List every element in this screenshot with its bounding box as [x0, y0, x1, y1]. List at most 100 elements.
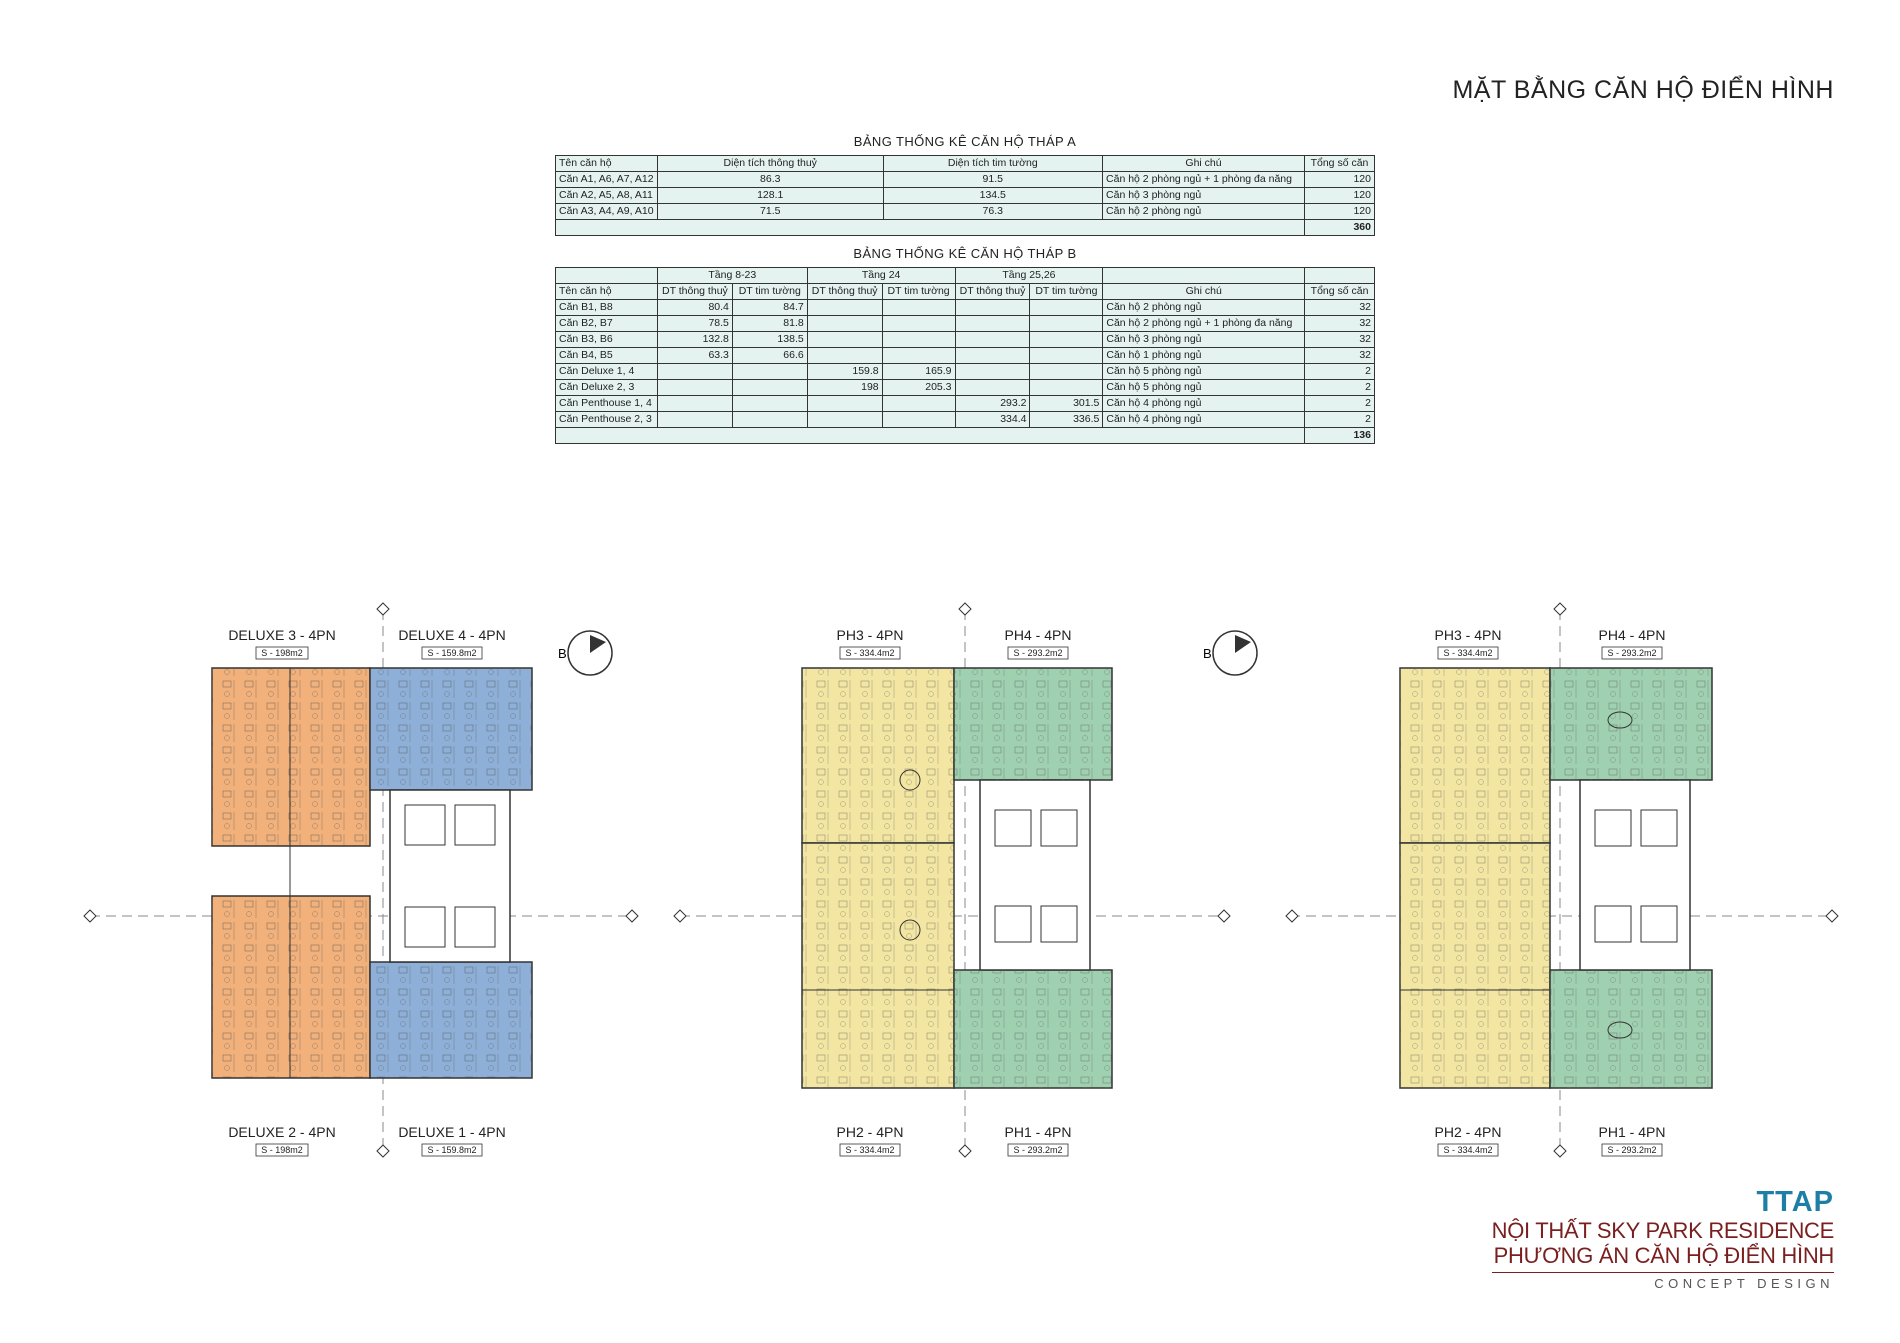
compass-label: B: [1203, 646, 1212, 661]
table-cell: Căn hộ 2 phòng ngủ: [1102, 203, 1305, 220]
table-cell: 2: [1304, 411, 1375, 428]
table-b-group-header: Tầng 8-23: [656, 267, 808, 284]
table-b-header: DT thông thuỷ: [656, 283, 733, 300]
unit-area-label: S - 334.4m2: [845, 1145, 894, 1155]
concept-label: CONCEPT DESIGN: [1654, 1276, 1834, 1291]
unit-area-label: S - 293.2m2: [1607, 648, 1656, 658]
table-cell: 120: [1303, 203, 1376, 220]
table-cell: [731, 411, 808, 428]
unit-name-label: DELUXE 3 - 4PN: [228, 627, 335, 643]
table-cell: [656, 379, 733, 396]
floor-plans: B B DELUXE 3 - 4PN S - 198m2 DELUXE 4 - …: [83, 602, 1839, 1158]
table-cell: [881, 315, 956, 332]
table-cell: 301.5: [1029, 395, 1104, 412]
table-cell: [1029, 315, 1104, 332]
table-cell: Căn hộ 3 phòng ngủ: [1102, 187, 1305, 204]
table-cell: [881, 395, 956, 412]
table-cell-empty: [554, 427, 1306, 444]
table-row: Căn A3, A4, A9, A10 71.5 76.3 Căn hộ 2 p…: [555, 203, 1376, 220]
table-cell: 32: [1304, 347, 1375, 364]
table-cell: [806, 331, 883, 348]
table-cell: Căn hộ 2 phòng ngủ + 1 phòng đa năng: [1102, 171, 1305, 188]
table-b-total: 136: [1304, 427, 1375, 444]
table-cell-empty: [1102, 267, 1306, 284]
table-b: Tầng 8-23 Tầng 24 Tầng 25,26 Tên căn hộ …: [554, 267, 1375, 444]
table-cell: [731, 395, 808, 412]
table-b-total-row: 136: [554, 427, 1375, 444]
axis-markers: [83, 602, 1839, 1158]
unit-area-label: S - 159.8m2: [427, 1145, 476, 1155]
table-row: Căn A2, A5, A8, A11 128.1 134.5 Căn hộ 3…: [555, 187, 1376, 204]
table-cell: 76.3: [882, 203, 1104, 220]
table-b-header: DT tim tường: [731, 283, 808, 300]
project-name: NỘI THẤT SKY PARK RESIDENCE: [1491, 1218, 1835, 1243]
table-cell-empty: [555, 267, 658, 284]
unit-name-label: PH3 - 4PN: [1435, 627, 1502, 643]
unit-name-label: PH1 - 4PN: [1599, 1124, 1666, 1140]
unit-name-label: DELUXE 4 - 4PN: [398, 627, 505, 643]
table-a: Tên căn hộ Diện tích thông thuỷ Diện tíc…: [555, 155, 1376, 236]
table-b-header-row: Tên căn hộ DT thông thuỷ DT tim tường DT…: [555, 283, 1375, 300]
table-cell: 80.4: [656, 299, 733, 316]
table-cell: Căn Penthouse 2, 3: [555, 411, 658, 428]
table-cell: 86.3: [656, 171, 884, 188]
table-b-group-header: Tầng 24: [806, 267, 956, 284]
compass-2: B: [1203, 630, 1258, 676]
unit-name-label: PH4 - 4PN: [1005, 627, 1072, 643]
unit-area-label: S - 334.4m2: [845, 648, 894, 658]
table-cell: 120: [1303, 171, 1376, 188]
table-cell: 2: [1304, 363, 1375, 380]
table-cell: Căn hộ 2 phòng ngủ + 1 phòng đa năng: [1102, 315, 1306, 332]
table-cell: Căn hộ 4 phòng ngủ: [1102, 395, 1306, 412]
table-b-group-row: Tầng 8-23 Tầng 24 Tầng 25,26: [555, 267, 1375, 284]
table-b-title: BẢNG THỐNG KÊ CĂN HỘ THÁP B: [853, 246, 1077, 261]
unit-area-label: S - 293.2m2: [1013, 648, 1062, 658]
unit-name-label: DELUXE 1 - 4PN: [398, 1124, 505, 1140]
core-deluxe: [389, 789, 511, 963]
unit-name-label: PH3 - 4PN: [837, 627, 904, 643]
unit-name-label: PH4 - 4PN: [1599, 627, 1666, 643]
table-cell: 334.4: [954, 411, 1031, 428]
unit-area-label: S - 293.2m2: [1607, 1145, 1656, 1155]
table-cell: 293.2: [954, 395, 1031, 412]
table-cell: [806, 299, 883, 316]
table-cell: [656, 411, 733, 428]
project-subtitle: PHƯƠNG ÁN CĂN HỘ ĐIỂN HÌNH: [1493, 1243, 1835, 1268]
brand-divider: [1491, 1272, 1834, 1273]
table-cell: [881, 347, 956, 364]
table-b-header: DT thông thuỷ: [954, 283, 1031, 300]
table-a-header: Diện tích thông thuỷ: [656, 155, 884, 172]
table-cell: [656, 395, 733, 412]
table-cell: 63.3: [656, 347, 733, 364]
table-cell: 2: [1304, 379, 1375, 396]
table-cell: 138.5: [731, 331, 808, 348]
table-a-header-row: Tên căn hộ Diện tích thông thuỷ Diện tíc…: [555, 155, 1376, 172]
plan-penthouse-a: [801, 667, 1113, 1089]
table-b-header: Tổng số căn: [1304, 283, 1375, 300]
table-cell: 32: [1304, 331, 1375, 348]
table-cell: Căn Penthouse 1, 4: [555, 395, 658, 412]
table-cell: 205.3: [881, 379, 956, 396]
unit-area-label: S - 198m2: [261, 648, 303, 658]
unit-area-label: S - 293.2m2: [1013, 1145, 1062, 1155]
unit-name-label: PH2 - 4PN: [837, 1124, 904, 1140]
table-cell: [1029, 363, 1104, 380]
table-b-header: DT thông thuỷ: [806, 283, 883, 300]
plan-penthouse-b: [1399, 667, 1713, 1089]
table-cell: [881, 331, 956, 348]
table-cell-empty: [555, 219, 1305, 236]
table-cell: Căn B2, B7: [555, 315, 658, 332]
table-cell: Căn B4, B5: [555, 347, 658, 364]
table-cell-empty: [1304, 267, 1375, 284]
unit-area-label: S - 198m2: [261, 1145, 303, 1155]
table-cell: 132.8: [656, 331, 733, 348]
table-cell: 336.5: [1029, 411, 1104, 428]
table-a-header: Tên căn hộ: [555, 155, 658, 172]
unit-name-label: DELUXE 2 - 4PN: [228, 1124, 335, 1140]
table-cell: [1029, 331, 1104, 348]
table-cell: 134.5: [882, 187, 1104, 204]
unit-area-label: S - 159.8m2: [427, 648, 476, 658]
table-cell: [881, 411, 956, 428]
